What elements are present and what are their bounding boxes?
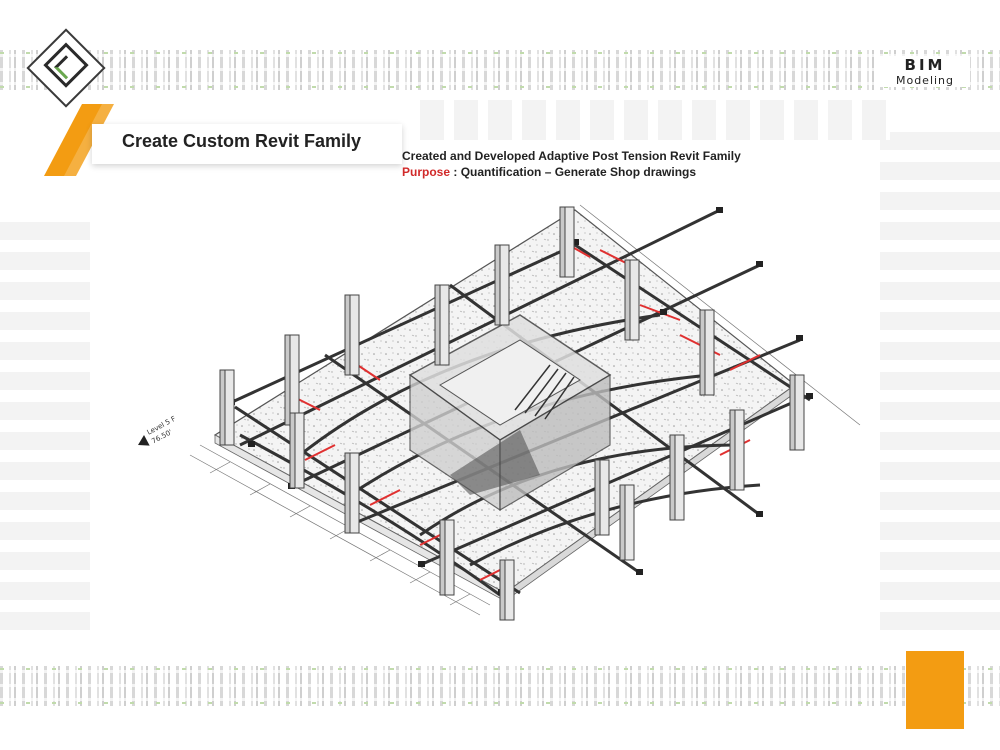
column: [669, 434, 685, 521]
column: [619, 484, 635, 561]
bim-label: BIM: [904, 56, 946, 74]
title-banner: [92, 124, 402, 164]
column: [499, 559, 515, 621]
orange-accent-block: [906, 651, 964, 729]
modeling-label: Modeling: [895, 74, 955, 87]
column: [344, 452, 360, 534]
column: [729, 409, 745, 491]
purpose-label: Purpose: [402, 165, 451, 179]
column: [594, 459, 610, 536]
watermark-top: [420, 100, 890, 140]
columns: [219, 206, 805, 621]
column: [494, 244, 510, 326]
bim-modeling-tag: BIM Modeling: [880, 56, 970, 87]
column: [624, 259, 640, 341]
column: [789, 374, 805, 451]
column: [439, 519, 455, 596]
watermark-left: [0, 210, 90, 630]
description-line: Created and Developed Adaptive Post Tens…: [402, 149, 741, 163]
column: [559, 206, 575, 278]
column: [289, 412, 305, 489]
purpose-line: Purpose : Quantification – Generate Shop…: [402, 165, 696, 179]
pattern-band-top: [0, 50, 1000, 90]
column: [219, 369, 235, 446]
pattern-band-bottom: [0, 666, 1000, 706]
kufic-logo-icon: [26, 28, 106, 108]
purpose-text: Quantification – Generate Shop drawings: [460, 165, 697, 179]
post-tension-slab-drawing: Level 5 F 76.50': [138, 204, 861, 621]
column: [434, 284, 450, 366]
purpose-separator: :: [450, 165, 461, 179]
orange-stripes-icon: [44, 104, 114, 176]
column: [699, 309, 715, 396]
stair-core: [408, 314, 612, 512]
column: [344, 294, 360, 376]
column: [284, 334, 300, 426]
page-title: Create Custom Revit Family: [122, 131, 362, 151]
watermark-right: [880, 120, 1000, 630]
level-marker: Level 5 F 76.50': [138, 415, 177, 446]
